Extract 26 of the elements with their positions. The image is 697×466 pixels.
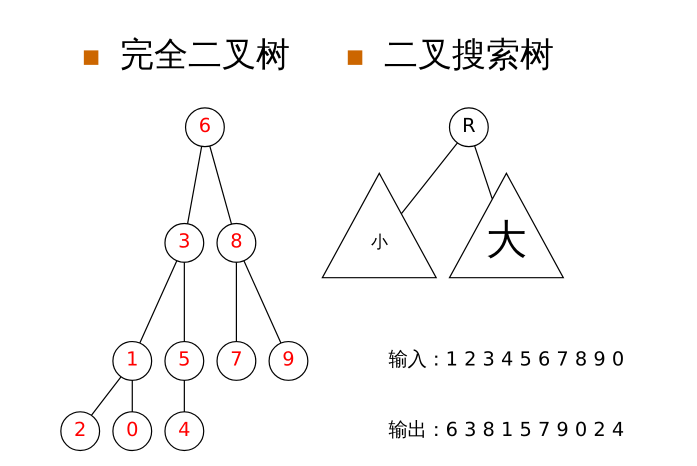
- node-circle: 2: [60, 411, 100, 452]
- node-circle: 9: [268, 340, 308, 381]
- label: 二叉搜索树: [383, 35, 554, 74]
- connector: [474, 146, 492, 199]
- node-circle: 5: [164, 340, 204, 381]
- connector: [243, 260, 281, 344]
- node-circle: R: [448, 107, 488, 148]
- node-circle: 8: [216, 222, 256, 263]
- node-circle: 4: [164, 411, 204, 452]
- label: 完全二叉树: [119, 35, 290, 74]
- node-circle: 1: [112, 340, 152, 381]
- connector: [131, 380, 132, 412]
- connector: [138, 260, 177, 344]
- connector: [183, 262, 184, 342]
- connector: [183, 380, 184, 412]
- node-circle: 6: [184, 107, 224, 148]
- node-circle: 3: [164, 222, 204, 263]
- label: 输出：6 3 8 1 5 7 9 0 2 4: [388, 418, 624, 441]
- label: 输入：1 2 3 4 5 6 7 8 9 0: [388, 348, 624, 371]
- connector: [235, 262, 236, 342]
- node-circle: 7: [216, 340, 256, 381]
- connector: [208, 146, 232, 224]
- connector: [90, 376, 121, 416]
- connector: [186, 146, 202, 224]
- node-circle: 0: [112, 411, 152, 452]
- connector: [400, 142, 458, 214]
